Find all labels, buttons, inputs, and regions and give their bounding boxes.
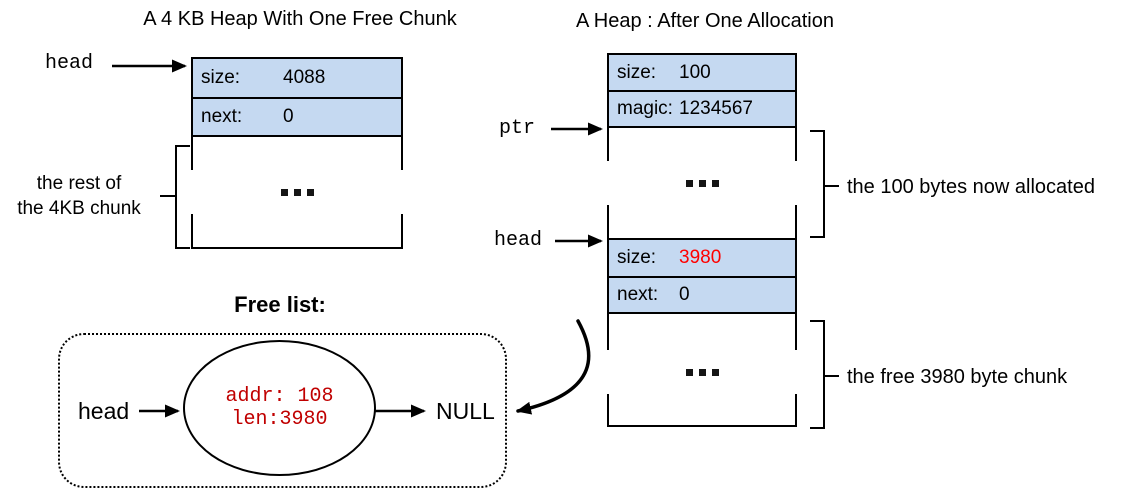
- table-row: size: 3980: [609, 240, 795, 276]
- node-len-text: len:3980: [231, 408, 328, 431]
- cell-label: next:: [617, 284, 659, 305]
- brace-line: [810, 130, 825, 132]
- left-heap-header-cells: size: 4088 next: 0: [191, 57, 403, 137]
- right-head-pointer-label: head: [494, 229, 543, 252]
- cell-label: size:: [617, 247, 657, 268]
- elided-border-segment: [607, 314, 797, 350]
- elided-middle: [191, 170, 403, 214]
- allocated-elided-region: [607, 128, 797, 238]
- right-heap-alloc-cells: size: 100 magic: 1234567: [607, 53, 797, 128]
- brace-line: [823, 375, 839, 377]
- brace-line: [823, 320, 825, 429]
- brace-line: [823, 130, 825, 238]
- cell-label: next:: [201, 106, 243, 127]
- cell-label: magic:: [617, 98, 673, 119]
- brace-line: [175, 145, 177, 249]
- table-row: size: 100: [609, 55, 795, 90]
- ellipsis-dot: [280, 188, 288, 196]
- ellipsis-dot: [685, 179, 693, 187]
- elided-border-segment: [191, 214, 403, 249]
- ellipsis-dot: [293, 188, 301, 196]
- heap-to-free-list-curved-arrow: [516, 319, 591, 415]
- free-list-container: [58, 333, 507, 488]
- elided-border-segment: [607, 205, 797, 238]
- left-heap-box: size: 4088 next: 0: [191, 57, 403, 249]
- cell-value: 1234567: [679, 98, 753, 119]
- brace-line: [175, 247, 190, 249]
- brace-line: [175, 145, 190, 147]
- elided-border-segment: [607, 394, 797, 427]
- elided-border-segment: [607, 128, 797, 161]
- ptr-pointer-label: ptr: [499, 117, 536, 140]
- elided-middle: [607, 350, 797, 394]
- cell-value: 100: [679, 61, 711, 83]
- ellipsis-icon: [685, 179, 719, 187]
- left-heap-title: A 4 KB Heap With One Free Chunk: [143, 8, 457, 30]
- alloc-brace-label: the 100 bytes now allocated: [847, 176, 1095, 198]
- right-heap-free-cells: size: 3980 next: 0: [607, 238, 797, 314]
- elided-border-segment: [191, 137, 403, 170]
- brace-line: [810, 320, 825, 322]
- free-elided-region: [607, 314, 797, 427]
- table-row: next: 0: [193, 97, 401, 135]
- free-list-head-label: head: [78, 398, 130, 424]
- free-brace-label: the free 3980 byte chunk: [847, 366, 1068, 388]
- cell-value: 4088: [283, 67, 326, 88]
- cell-value: 0: [679, 284, 690, 305]
- ellipsis-dot: [711, 368, 719, 376]
- ellipsis-icon: [280, 188, 314, 196]
- brace-label-line: the rest of: [36, 173, 122, 194]
- table-row: magic: 1234567: [609, 90, 795, 126]
- cell-label: size:: [201, 67, 241, 88]
- ellipsis-icon: [685, 368, 719, 376]
- node-addr-text: addr: 108: [225, 385, 334, 408]
- cell-value: 0: [283, 106, 294, 127]
- null-label: NULL: [436, 398, 495, 424]
- ellipsis-dot: [698, 368, 706, 376]
- ellipsis-dot: [685, 368, 693, 376]
- brace-label-line: the 4KB chunk: [17, 198, 141, 219]
- table-row: size: 4088: [193, 59, 401, 97]
- ellipsis-dot: [711, 179, 719, 187]
- table-row: next: 0: [609, 276, 795, 312]
- brace-line: [810, 427, 825, 429]
- right-heap-box: size: 100 magic: 1234567 size: 39: [607, 53, 797, 427]
- ellipsis-dot: [306, 188, 314, 196]
- cell-value-highlighted: 3980: [679, 247, 722, 268]
- ellipsis-dot: [698, 179, 706, 187]
- right-heap-title: A Heap : After One Allocation: [576, 10, 834, 32]
- cell-label: size:: [617, 61, 657, 83]
- left-head-pointer-label: head: [45, 52, 94, 75]
- brace-line: [810, 236, 825, 238]
- elided-middle: [607, 161, 797, 205]
- brace-line: [160, 195, 177, 197]
- free-list-title: Free list:: [234, 292, 326, 317]
- free-list-node: addr: 108 len:3980: [183, 340, 376, 476]
- left-brace-label: the rest of the 4KB chunk: [0, 171, 158, 221]
- left-heap-elided-region: [191, 137, 403, 249]
- brace-line: [823, 185, 839, 187]
